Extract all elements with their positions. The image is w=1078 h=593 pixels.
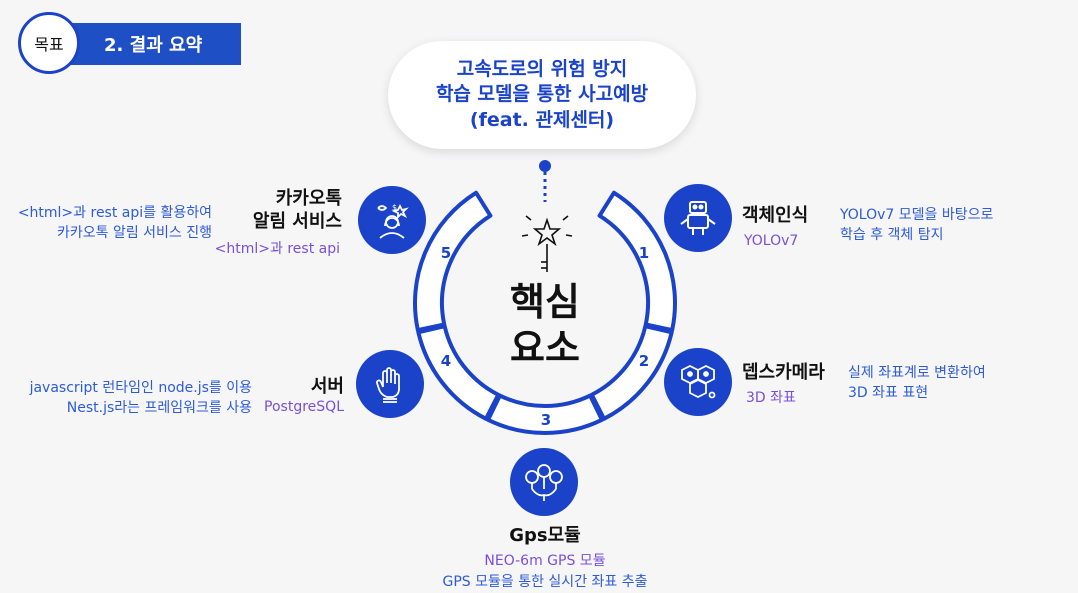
server-title: 서버 [310,376,344,397]
server-desc-2: Nest.js라는 프레임워크를 사용 [66,400,252,417]
segment-number-2: 2 [639,352,649,370]
key-icon [521,215,573,272]
title-bubble: 고속도로의 위험 방지 학습 모델을 통한 사고예방 (feat. 관제센터) [388,41,696,149]
title-line-3: (feat. 관제센터) [469,108,615,131]
ring-segment-4 [416,324,501,421]
lightbulbs-icon [525,464,563,501]
kakao-desc-2: 카카오톡 알림 서비스 진행 [56,225,212,242]
object-detection-desc-2: 학습 후 객체 탐지 [840,227,944,244]
object-detection-sub: YOLOv7 [744,233,799,249]
ring-segments [413,190,677,435]
title-line-2: 학습 모델을 통한 사고예방 [435,83,649,106]
goal-badge: 목표 [18,12,80,74]
gps-module-sub: NEO-6m GPS 모듈 [484,553,606,569]
gps-module-desc: GPS 모듈을 통한 실시간 좌표 추출 [442,574,648,590]
person-thinking-icon: $ [377,203,409,239]
kakao-title-line-2: 알림 서비스 [252,210,342,232]
segment-number-4: 4 [441,352,451,370]
server-desc: javascript 런타임인 node.js를 이용 Nest.js라는 프레… [10,378,252,419]
kakao-title-line-1: 카카오톡 [275,188,342,209]
connector-dot [539,160,551,172]
segment-number-3: 3 [541,411,551,429]
section-title: 2. 결과 요약 [104,35,203,56]
object-detection-desc-1: YOLOv7 모델을 바탕으로 [840,207,994,223]
segment-number-1: 1 [639,244,649,262]
depth-camera-sub: 3D 좌표 [746,390,796,406]
robot-icon-badge [664,184,732,252]
center-label: 핵심 요소 [480,280,610,371]
robot-icon [680,201,716,235]
depth-camera-desc: 실제 좌표계로 변환하여 3D 좌표 표현 [848,363,986,404]
depth-camera-title: 뎁스카메라 [742,362,825,383]
depth-camera-desc-1: 실제 좌표계로 변환하여 [848,365,986,381]
kakao-title: 카카오톡 알림 서비스 [222,188,342,233]
server-desc-1: javascript 런타임인 node.js를 이용 [29,380,252,396]
ring-segment-3 [486,393,604,435]
hand-icon [376,367,400,403]
section-title-bar: 2. 결과 요약 [58,23,241,65]
svg-text:$: $ [392,203,397,212]
hexagon-icon-badge [664,348,732,416]
hand-icon-badge [356,350,424,418]
segment-number-5: 5 [441,244,451,262]
ring-segment-2 [589,324,674,421]
server-sub: PostgreSQL [264,399,344,415]
object-detection-desc: YOLOv7 모델을 바탕으로 학습 후 객체 탐지 [840,205,993,246]
goal-label: 목표 [34,35,64,54]
depth-camera-desc-2: 3D 좌표 표현 [848,385,929,402]
ring-segment-1 [597,190,677,333]
kakao-desc-1: <html>과 rest api를 활용하여 [17,205,212,221]
kakao-sub: <html>과 rest api [214,241,340,257]
gps-module-title: Gps모듈 [509,525,581,546]
hexagon-icon [681,364,716,399]
object-detection-title: 객체인식 [742,205,809,226]
center-line-2: 요소 [510,325,580,370]
center-line-1: 핵심 [510,280,580,324]
lightbulbs-icon-badge [510,448,578,516]
ring-segment-5 [413,190,493,333]
title-line-1: 고속도로의 위험 방지 [456,57,628,80]
kakao-desc: <html>과 rest api를 활용하여 카카오톡 알림 서비스 진행 [6,203,212,244]
person-thinking-icon-badge: $ [358,186,426,254]
